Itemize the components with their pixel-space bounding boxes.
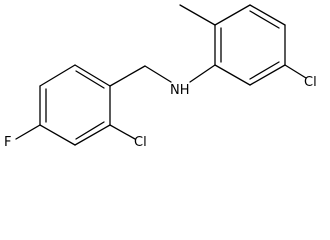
double-bond-inner [249,61,280,80]
bond [39,124,76,146]
c-cl-bond [284,64,307,79]
methyl-bond [179,4,216,26]
bond [39,64,76,87]
right-benzene-ring [214,4,286,86]
c-cl-bond [109,124,136,140]
chlorine-label-ortho: Cl [134,135,147,150]
bond [214,4,251,26]
bond [249,64,286,86]
fluorine-label: F [4,135,11,150]
bond [74,64,111,87]
benzyl-ch2-bond [109,65,146,87]
double-bond-inner [75,121,105,140]
bond [214,64,251,86]
ch2-n-bond [144,65,172,83]
amine-label: NH [170,83,190,98]
n-aryl-bond [189,64,216,83]
bond [249,4,286,26]
chlorine-label-meta: Cl [304,75,317,90]
left-benzene-ring [39,64,111,146]
double-bond-inner [75,70,105,89]
structure-diagram: F Cl NH Cl [4,4,317,150]
c-f-bond [15,124,41,140]
double-bond-inner [249,10,280,29]
bond [74,124,111,146]
